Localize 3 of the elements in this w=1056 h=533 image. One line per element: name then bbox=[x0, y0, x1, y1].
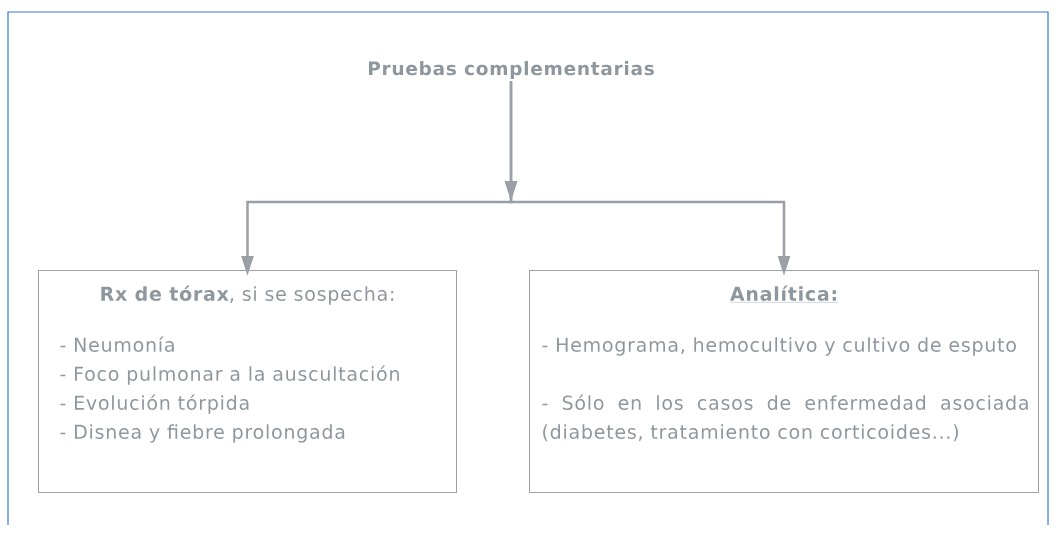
title-text: Pruebas complementarias bbox=[368, 61, 654, 79]
text-box: Rx de tórax, si se sospecha: - Neumonía - Foco pulmonar a la auscultación - Evolución tórpida - Disnea y fiebre prolongada bbox=[38, 270, 457, 493]
text-box: Analítica: - Hemograma, hemocultivo y cultivo de esputo - Sólo en los casos de enfermedad asociada (diabetes, tratamiento con corticoides...) bbox=[529, 270, 1039, 493]
